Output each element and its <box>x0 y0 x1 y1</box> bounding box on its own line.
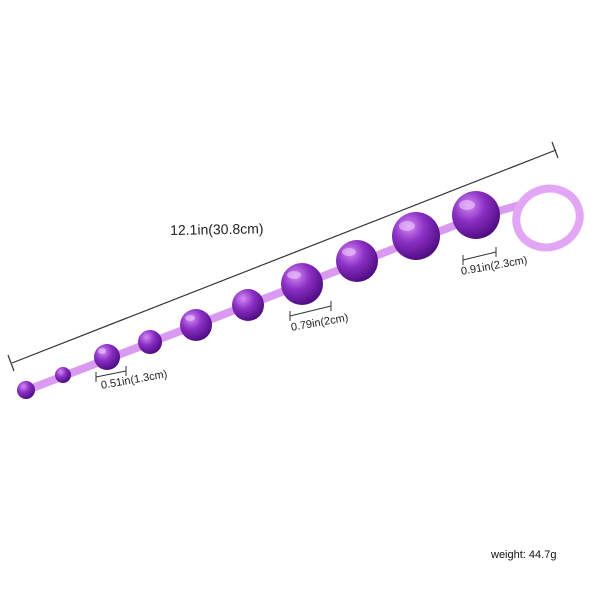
small-bead-measure <box>95 366 127 382</box>
bead-9 <box>392 212 440 260</box>
bead-4 <box>138 330 162 354</box>
bead-1 <box>17 381 35 399</box>
bead-5 <box>180 309 212 341</box>
bead-2 <box>55 367 71 383</box>
weight-label: weight: 44.7g <box>491 549 557 561</box>
total-length-measure-line <box>7 141 559 372</box>
bead-6 <box>232 289 264 321</box>
bead-8 <box>336 240 378 282</box>
total-length-label: 12.1in(30.8cm) <box>170 220 264 238</box>
medium-bead-measure <box>289 301 332 321</box>
bead-highlights <box>98 200 475 354</box>
bead-10 <box>452 191 500 239</box>
bead-3 <box>94 344 120 370</box>
large-bead-measure <box>462 247 497 265</box>
pull-ring <box>512 184 584 252</box>
bead-7 <box>281 263 323 305</box>
